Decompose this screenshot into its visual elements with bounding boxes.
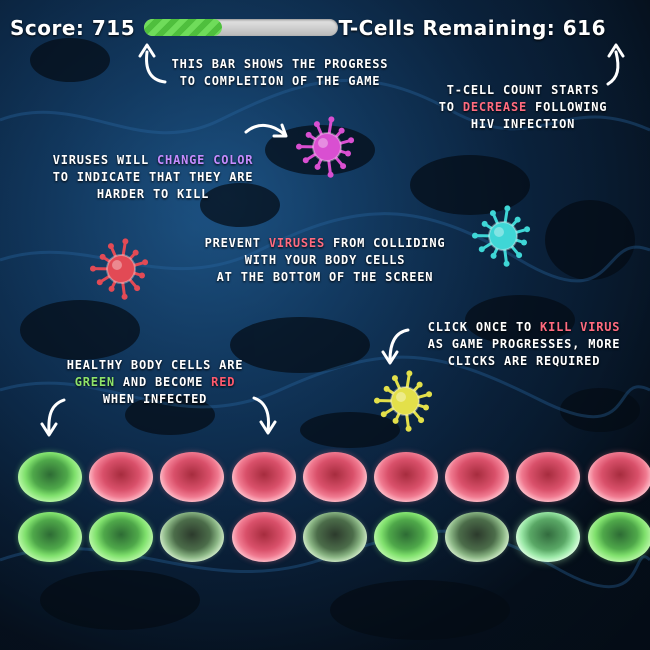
tip-line: CLICKS ARE REQUIRED [447,354,601,368]
virus-color-tip: VIRUSES WILL CHANGE COLOR TO INDICATE TH… [28,152,278,203]
tip-line: GREEN AND BECOME RED [74,375,236,389]
virus-red[interactable] [90,238,152,300]
body-cell-infected[interactable] [374,452,438,502]
progress-bar-fill [144,19,222,36]
body-cell-weak[interactable] [302,512,367,562]
change-color-highlight: CHANGE COLOR [157,153,254,167]
click-to-kill-tip: CLICK ONCE TO KILL VIRUS AS GAME PROGRES… [410,319,638,370]
decrease-highlight: DECREASE [462,100,528,114]
body-cell-infected[interactable] [587,452,650,502]
progress-bar-tip: THIS BAR SHOWS THE PROGRESS TO COMPLETIO… [160,56,400,90]
body-cell-infected[interactable] [231,512,296,562]
body-cell-healthy[interactable] [587,512,650,562]
body-cell-infected[interactable] [302,452,367,502]
red-highlight: RED [211,375,236,389]
body-cell-infected[interactable] [160,452,225,502]
tip-line: AT THE BOTTOM OF THE SCREEN [216,270,434,284]
tip-line: PREVENT VIRUSES FROM COLLIDING [204,236,446,250]
green-highlight: GREEN [74,375,115,389]
tip-line: T-CELL COUNT STARTS [446,83,600,97]
tip-line: WHEN INFECTED [102,392,208,406]
curved-arrow-icon [244,123,288,138]
body-cell-healthy[interactable] [89,512,154,562]
score-display: Score: 715 [10,16,136,40]
viruses-highlight: VIRUSES [268,236,325,250]
body-cell-infected[interactable] [516,452,581,502]
tip-line: WITH YOUR BODY CELLS [244,253,406,267]
tip-line: TO INDICATE THAT THEY ARE [52,170,254,184]
t-cell-tip: T-CELL COUNT STARTS TO DECREASE FOLLOWIN… [418,82,628,133]
tip-line: CLICK ONCE TO KILL VIRUS [427,320,621,334]
body-cell-infected[interactable] [445,452,510,502]
body-cell-healthy[interactable] [18,452,82,502]
curved-arrow-icon [40,398,66,437]
body-cell-healthy[interactable] [18,512,82,562]
body-cell-healthy[interactable] [374,512,438,562]
curved-arrow-icon [381,328,410,365]
body-cell-weak[interactable] [160,512,225,562]
body-cell-infected[interactable] [231,452,296,502]
curved-arrow-icon [138,43,167,84]
tip-line: TO COMPLETION OF THE GAME [179,74,381,88]
body-cell-bright[interactable] [516,512,581,562]
kill-virus-highlight: KILL VIRUS [540,320,621,334]
prevent-collision-tip: PREVENT VIRUSES FROM COLLIDING WITH YOUR… [190,235,460,286]
progress-bar [144,19,338,36]
tip-line: TO DECREASE FOLLOWING [438,100,608,114]
t-cell-count-display: T-Cells Remaining: 616 [338,16,606,40]
tip-line: VIRUSES WILL CHANGE COLOR [52,153,254,167]
body-cell-infected[interactable] [89,452,154,502]
curved-arrow-icon [252,396,277,435]
tip-line: HARDER TO KILL [96,187,210,201]
tip-line: HIV INFECTION [470,117,576,131]
tip-line: HEALTHY BODY CELLS ARE [66,358,244,372]
virus-yellow[interactable] [374,370,436,432]
healthy-cells-tip: HEALTHY BODY CELLS ARE GREEN AND BECOME … [40,357,270,408]
tip-line: THIS BAR SHOWS THE PROGRESS [171,57,389,71]
body-cell-weak[interactable] [445,512,510,562]
curved-arrow-icon [606,43,625,86]
virus-cyan[interactable] [472,205,534,267]
virus-magenta[interactable] [296,116,358,178]
tip-line: AS GAME PROGRESSES, MORE [427,337,621,351]
